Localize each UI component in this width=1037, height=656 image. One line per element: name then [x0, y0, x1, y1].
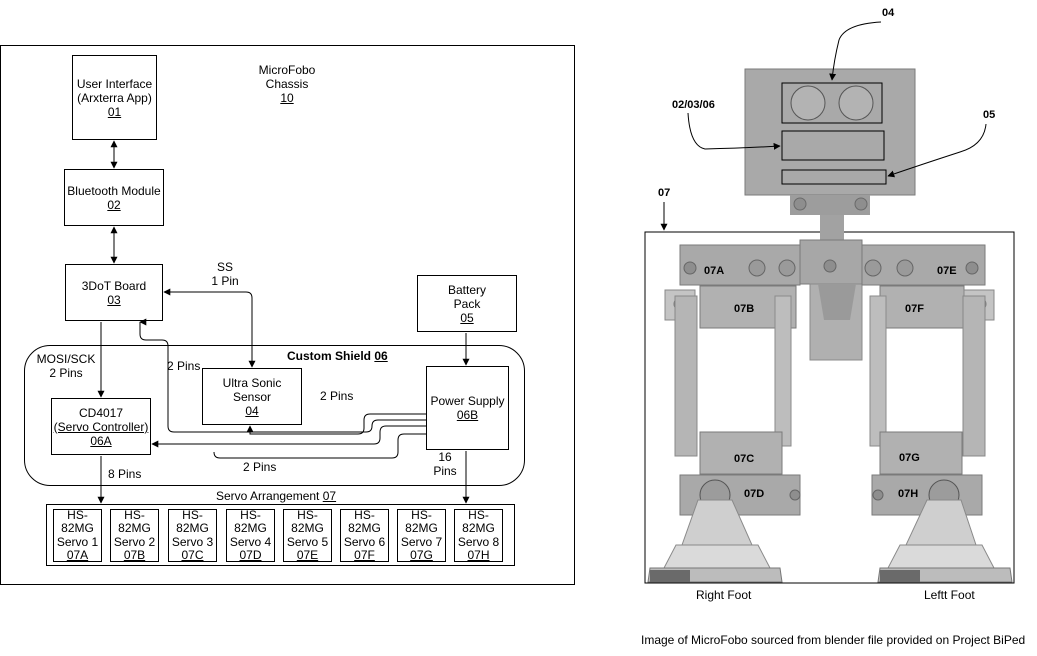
board-ref: 03: [107, 292, 121, 307]
servo-label-07a: 07A: [704, 265, 725, 277]
battery-title: Battery Pack: [447, 282, 486, 311]
servo-ref: 07B: [123, 548, 146, 562]
servo-arrangement-title: Servo Arrangement: [216, 489, 320, 503]
custom-shield-label: Custom Shield 06: [287, 349, 388, 363]
cd4017-ref: 06A: [90, 433, 112, 448]
servo-label-07e: 07E: [937, 265, 957, 277]
shield-title: Custom Shield: [287, 349, 372, 363]
callout-head-right: 05: [983, 109, 996, 121]
mosi-label: MOSI/SCK 2 Pins: [36, 352, 96, 380]
servo-label-07b: 07B: [734, 303, 755, 315]
servo-model: HS- 82MG: [176, 507, 209, 535]
callout-head-left: 02/03/06: [672, 99, 715, 111]
servo-ref: 07F: [354, 548, 375, 562]
cd4017-title: CD4017: [78, 405, 124, 420]
cd4017-block: CD4017 (Servo Controller) 06A: [51, 398, 151, 455]
servo-model: HS- 82MG: [291, 507, 324, 535]
connector-lines: [97, 140, 470, 504]
user-interface-ref: 01: [107, 104, 122, 119]
servo-name: Servo 8: [457, 534, 500, 549]
bluetooth-block: Bluetooth Module 02: [64, 169, 164, 226]
servo-name: Servo 7: [400, 534, 443, 549]
servo-label-07f: 07F: [905, 303, 924, 315]
servo-model: HS- 82MG: [462, 507, 495, 535]
servo-name: Servo 5: [286, 534, 329, 549]
image-caption: Image of MicroFobo sourced from blender …: [641, 633, 1026, 647]
cd4017-subtitle: (Servo Controller): [53, 419, 149, 434]
servo-ref: 07C: [181, 548, 204, 562]
servo-model: HS- 82MG: [405, 507, 438, 535]
servo-ref: 07A: [66, 548, 89, 562]
servo-model: HS- 82MG: [61, 507, 94, 535]
board-title: 3DoT Board: [81, 278, 147, 293]
servo-ref: 07G: [410, 548, 433, 562]
servo-arrangement-frame: [46, 504, 515, 566]
servo-name: Servo 4: [229, 534, 272, 549]
servo-label-07d: 07D: [744, 488, 765, 500]
servo-label-07c: 07C: [734, 453, 755, 465]
servo-arrangement-label: Servo Arrangement 07: [216, 489, 336, 503]
power-supply-ref: 06B: [456, 408, 479, 422]
shield-ref: 06: [374, 349, 388, 363]
pins-label-mid: 2 Pins: [320, 389, 354, 403]
battery-block: Battery Pack 05: [417, 275, 517, 332]
callout-head-top: 04: [882, 7, 895, 19]
servo-model: HS- 82MG: [348, 507, 381, 535]
servo-block: HS- 82MG Servo 1 07A: [53, 507, 102, 562]
servo-name: Servo 1: [56, 534, 99, 549]
user-interface-block: User Interface (Arxterra App) 01: [72, 55, 157, 140]
servo-block: HS- 82MG Servo 8 07H: [454, 507, 503, 562]
left-foot-label: Leftt Foot: [924, 588, 975, 602]
callout-body: 07: [658, 187, 671, 199]
battery-ref: 05: [460, 310, 474, 325]
pins-label-sixteen: 16 Pins: [433, 450, 457, 478]
servo-name: Servo 6: [343, 534, 386, 549]
servo-label-07h: 07H: [898, 488, 919, 500]
servo-block: HS- 82MG Servo 5 07E: [283, 507, 332, 562]
chassis-label: MicroFobo Chassis 10: [245, 63, 329, 105]
servo-ref: 07D: [239, 548, 262, 562]
ss-pin-label: SS 1 Pin: [211, 260, 239, 288]
bluetooth-ref: 02: [107, 197, 121, 212]
servo-block: HS- 82MG Servo 7 07G: [397, 507, 446, 562]
servo-block: HS- 82MG Servo 3 07C: [168, 507, 217, 562]
servo-block: HS- 82MG Servo 4 07D: [226, 507, 275, 562]
servo-ref: 07H: [467, 548, 490, 562]
servo-name: Servo 2: [113, 534, 156, 549]
pins-label-eight: 8 Pins: [108, 467, 142, 481]
power-supply-title: Power Supply: [430, 394, 505, 408]
user-interface-title: User Interface (Arxterra App): [76, 76, 153, 105]
chassis-title: MicroFobo Chassis: [258, 63, 316, 91]
ultrasonic-title: Ultra Sonic Sensor: [222, 375, 282, 404]
servo-ref: 07E: [296, 548, 319, 562]
servo-name: Servo 3: [171, 534, 214, 549]
chassis-frame: [0, 45, 575, 585]
bluetooth-title: Bluetooth Module: [67, 183, 161, 198]
servo-model: HS- 82MG: [234, 507, 267, 535]
chassis-ref: 10: [280, 91, 294, 105]
servo-model: HS- 82MG: [118, 507, 151, 535]
pins-label-bottom: 2 Pins: [243, 460, 277, 474]
power-supply-block: Power Supply 06B: [426, 366, 509, 450]
custom-shield-frame: [24, 345, 525, 486]
servo-block: HS- 82MG Servo 2 07B: [110, 507, 159, 562]
board-block: 3DoT Board 03: [65, 264, 163, 321]
servo-block: HS- 82MG Servo 6 07F: [340, 507, 389, 562]
servo-arrangement-ref: 07: [322, 489, 337, 503]
servo-label-07g: 07G: [899, 452, 920, 464]
right-foot-label: Right Foot: [696, 588, 752, 602]
ultrasonic-ref: 04: [245, 403, 259, 418]
ultrasonic-block: Ultra Sonic Sensor 04: [202, 368, 302, 425]
